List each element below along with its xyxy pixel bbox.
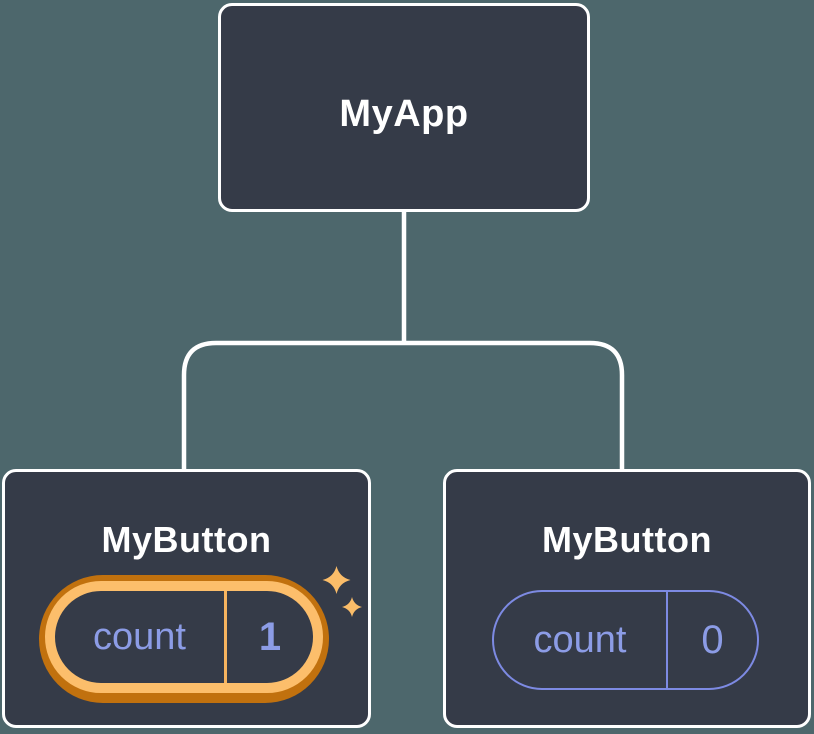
state-key-cell: count: [494, 592, 668, 688]
state-key-label: count: [93, 615, 186, 658]
state-key-cell: count: [55, 591, 227, 683]
sparkle-small-icon: [342, 597, 362, 617]
count-state-pill-highlighted: count 1: [39, 575, 329, 703]
tree-node-mybutton: MyButton count 0: [443, 469, 811, 728]
sparkle-large-icon: [322, 566, 351, 594]
tree-node-mybutton-active: MyButton count 1: [2, 469, 371, 728]
state-value: 1: [258, 614, 282, 659]
state-value-cell: 1: [227, 591, 313, 683]
state-value-cell: 0: [668, 592, 757, 688]
mybutton-label: MyButton: [542, 519, 712, 560]
children-connector-line: [181, 340, 625, 472]
mybutton-label: MyButton: [101, 519, 272, 560]
state-value: 0: [701, 617, 724, 662]
highlight-ring: count 1: [45, 581, 323, 693]
tree-node-myapp: MyApp: [218, 3, 590, 212]
state-key-label: count: [533, 618, 627, 661]
myapp-label: MyApp: [339, 92, 469, 135]
sparkles-icon: [322, 566, 362, 617]
count-state-pill: count 0: [492, 590, 759, 690]
